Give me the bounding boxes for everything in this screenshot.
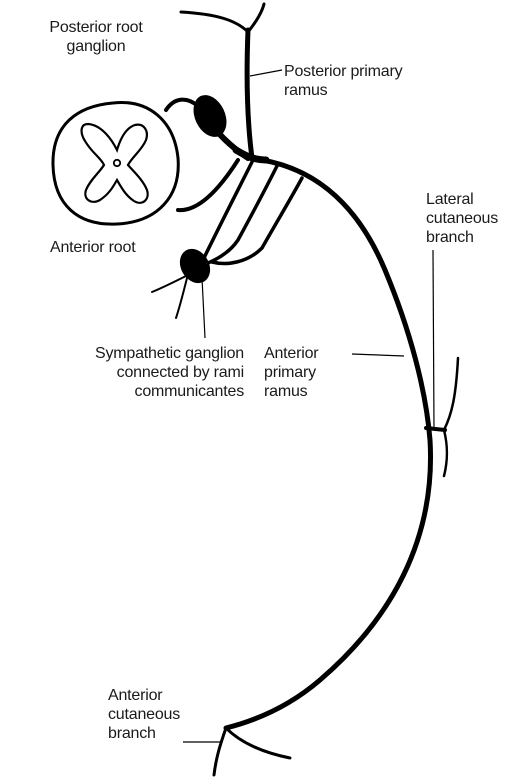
leader-posterior-primary-ramus <box>250 70 282 76</box>
lateral-cutaneous-fork-up <box>444 358 458 430</box>
ramus-communicans-third <box>212 178 302 263</box>
ramus-communicans-white <box>200 164 278 266</box>
label-anterior-primary-ramus: Anterior primary ramus <box>264 344 354 401</box>
leader-lateral-cutaneous <box>433 250 434 430</box>
spinal-cord-cross-section <box>53 103 178 225</box>
posterior-root-ganglion-shape <box>187 90 233 143</box>
posterior-ramus-branch-right <box>248 4 264 32</box>
label-lateral-cutaneous-branch: Lateral cutaneous branch <box>426 190 518 247</box>
label-anterior-root: Anterior root <box>50 238 190 257</box>
sympathetic-branch-left <box>152 276 186 292</box>
leader-sympathetic-ganglion <box>202 278 205 338</box>
label-anterior-cutaneous-branch: Anterior cutaneous branch <box>108 686 218 743</box>
central-canal <box>114 160 120 166</box>
anterior-root-line <box>178 160 238 210</box>
label-posterior-primary-ramus: Posterior primary ramus <box>284 62 454 100</box>
anterior-primary-ramus-line <box>226 160 431 728</box>
label-posterior-root-ganglion: Posterior root ganglion <box>22 18 170 56</box>
posterior-root <box>166 100 198 110</box>
label-sympathetic-ganglion: Sympathetic ganglion connected by rami c… <box>8 344 244 401</box>
posterior-primary-ramus-line <box>247 30 252 158</box>
leader-anterior-primary-ramus <box>352 354 404 356</box>
anterior-cutaneous-fork-right <box>226 728 290 758</box>
lateral-cutaneous-stem <box>426 428 445 430</box>
spinal-cord-outline <box>53 103 178 225</box>
lateral-cutaneous-fork-down <box>444 430 447 476</box>
posterior-ramus-branch-left <box>181 12 248 32</box>
sympathetic-branch-down <box>176 278 187 318</box>
